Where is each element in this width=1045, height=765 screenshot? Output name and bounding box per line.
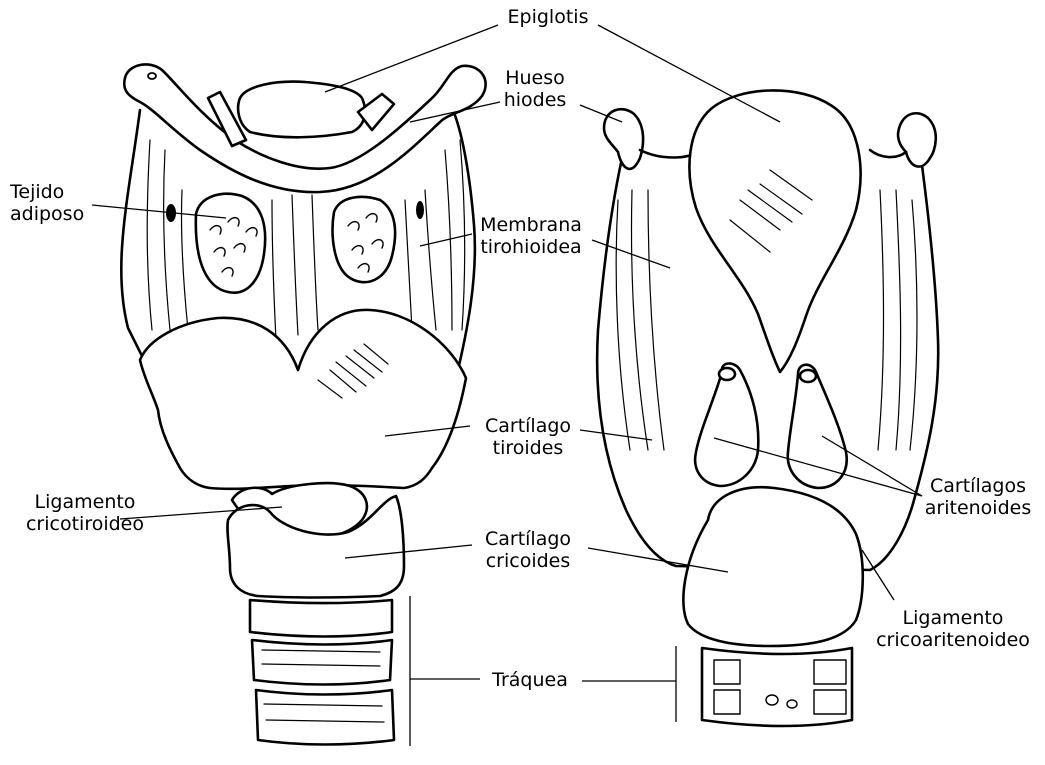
posterior-trachea xyxy=(702,648,852,726)
label-membrana-line-2: tirohioidea xyxy=(466,236,596,258)
leader-epiglotis-posterior xyxy=(598,25,780,122)
label-cartilago-cricoides-line-2: cricoides xyxy=(472,550,584,572)
label-hueso-hioides-line-2: hiodes xyxy=(488,89,582,111)
label-ligamento-cricoaritenoideo-line-2: cricoaritenoideo xyxy=(866,629,1040,651)
label-ligamento-cricotiroideo-line-1: Ligamento xyxy=(8,491,162,513)
anterior-trachea xyxy=(250,600,394,745)
label-cartilagos-aritenoides-line-2: aritenoides xyxy=(915,497,1041,519)
label-traquea-line-1: Tráquea xyxy=(480,669,580,691)
label-tejido-adiposo-line-2: adiposo xyxy=(10,203,100,225)
label-cartilago-tiroides-line-1: Cartílago xyxy=(472,415,584,437)
label-traquea: Tráquea xyxy=(480,669,580,691)
posterior-hyoid-left xyxy=(604,109,643,169)
label-ligamento-cricotiroideo: Ligamento cricotiroideo xyxy=(8,491,162,535)
label-membrana-line-1: Membrana xyxy=(466,214,596,236)
label-tejido-adiposo-line-1: Tejido xyxy=(10,181,100,203)
posterior-cricoid-cartilage xyxy=(683,487,862,646)
label-epiglotis-line-1: Epiglotis xyxy=(486,6,610,28)
label-hueso-hioides: Hueso hiodes xyxy=(488,67,582,111)
fat-pad-right xyxy=(333,197,396,282)
label-cartilago-tiroides-line-2: tiroides xyxy=(472,437,584,459)
anterior-view xyxy=(121,64,485,744)
label-cartilagos-aritenoides: Cartílagos aritenoides xyxy=(915,475,1041,519)
label-cartilago-tiroides: Cartílago tiroides xyxy=(472,415,584,459)
label-ligamento-cricotiroideo-line-2: cricotiroideo xyxy=(8,513,162,535)
label-cartilagos-aritenoides-line-1: Cartílagos xyxy=(915,475,1041,497)
label-cartilago-cricoides: Cartílago cricoides xyxy=(472,528,584,572)
label-ligamento-cricoaritenoideo-line-1: Ligamento xyxy=(866,607,1040,629)
label-ligamento-cricoaritenoideo: Ligamento cricoaritenoideo xyxy=(866,607,1040,651)
label-cartilago-cricoides-line-1: Cartílago xyxy=(472,528,584,550)
label-membrana-tirohioidea: Membrana tirohioidea xyxy=(466,214,596,258)
label-tejido-adiposo: Tejido adiposo xyxy=(10,181,100,225)
anterior-epiglottis-tip xyxy=(238,82,365,138)
label-epiglotis: Epiglotis xyxy=(486,6,610,28)
label-hueso-hioides-line-1: Hueso xyxy=(488,67,582,89)
